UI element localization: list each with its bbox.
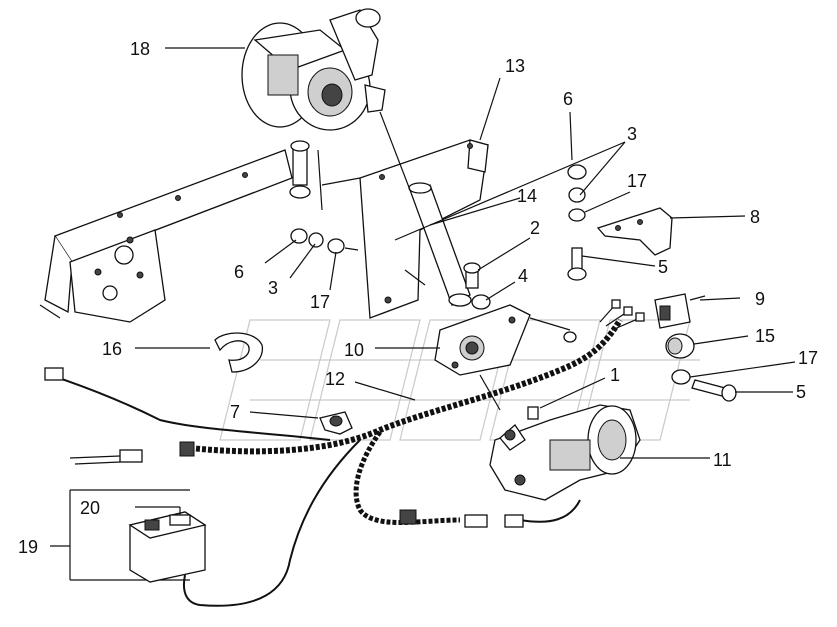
callout-6-top: 6 [563,89,573,109]
callout-19: 19 [18,537,38,557]
wiring-harness-12 [44,299,645,607]
washer-17-lower [671,369,691,385]
callout-17-lower: 17 [798,348,818,368]
callout-4: 4 [518,266,528,286]
callout-20: 20 [80,498,100,518]
nut-washer-right [567,164,587,222]
washer-4 [471,294,491,310]
bracket-13 [359,139,489,319]
callout-labels: 18 13 6 3 17 14 2 8 6 3 17 5 4 9 15 16 1… [18,39,818,557]
callout-6-left: 6 [234,262,244,282]
relay-box-19 [69,489,190,581]
bracket-8 [596,207,673,256]
callout-5-upper: 5 [658,257,668,277]
callout-5-lower: 5 [796,382,806,402]
callout-14: 14 [517,186,537,206]
callout-15: 15 [755,326,775,346]
bolt-washer-top [289,140,361,211]
callout-3-left: 3 [268,278,278,298]
wiper-motor-11 [489,404,641,501]
callout-7: 7 [230,402,240,422]
leader-lines [50,47,796,547]
callout-8: 8 [750,207,760,227]
callout-1: 1 [610,365,620,385]
callout-2: 2 [530,218,540,238]
callout-3-top: 3 [627,124,637,144]
clip-16 [214,332,264,373]
nut-washer-left [290,228,359,254]
tube-14 [379,111,472,307]
cap-15 [665,333,695,359]
compressor-18 [241,8,386,131]
switch-9 [654,293,706,329]
chassis-frame [39,149,293,323]
clamp-7 [319,411,353,435]
callout-17-left: 17 [310,292,330,312]
bolt-5-upper [567,247,587,281]
callout-17-top: 17 [627,171,647,191]
callout-12: 12 [325,369,345,389]
callout-11: 11 [713,450,732,470]
callout-13: 13 [505,56,525,76]
bolt-5-lower [691,379,737,402]
callout-18: 18 [130,39,150,59]
nut-1 [527,406,539,420]
callout-16: 16 [102,339,122,359]
mounting-plate-10 [434,304,577,411]
callout-10: 10 [344,340,364,360]
relay-20 [128,511,207,583]
callout-9: 9 [755,289,765,309]
bolt-2 [463,262,481,289]
